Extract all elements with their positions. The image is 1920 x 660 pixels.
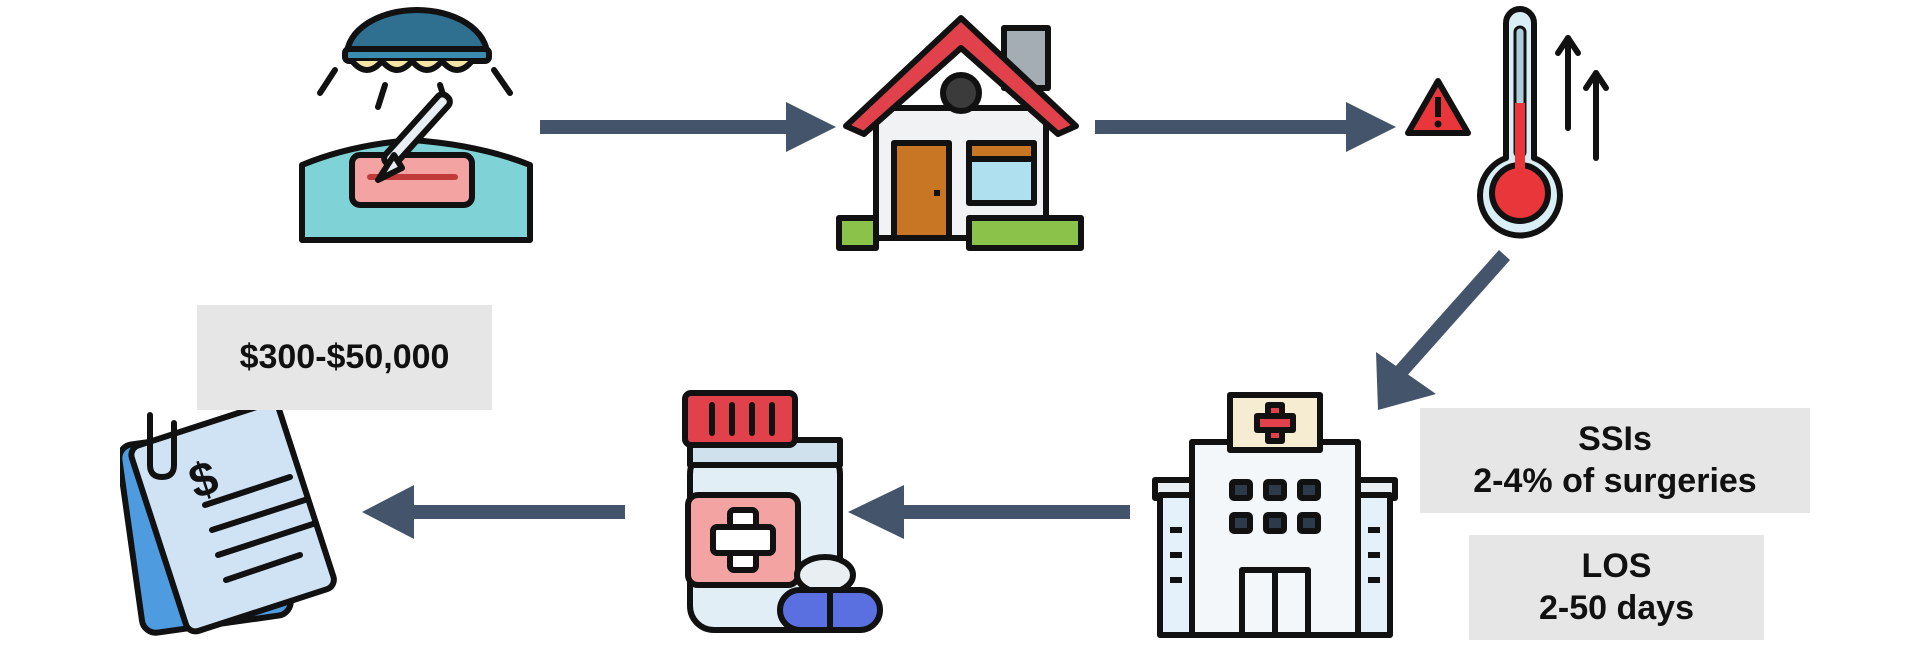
medication-icon bbox=[660, 385, 910, 645]
hospital-icon bbox=[1150, 390, 1400, 640]
fever-thermometer-icon bbox=[1400, 3, 1620, 253]
ssi-label-title: SSIs bbox=[1578, 420, 1652, 459]
ssi-label: SSIs 2-4% of surgeries bbox=[1420, 408, 1810, 513]
arrow-hospital-to-medication bbox=[848, 485, 1130, 539]
cost-label: $300-$50,000 bbox=[197, 305, 492, 410]
arrow-surgery-to-home bbox=[540, 102, 836, 152]
arrow-fever-to-hospital bbox=[1376, 250, 1510, 410]
los-label: LOS 2-50 days bbox=[1469, 535, 1764, 640]
cost-label-text: $300-$50,000 bbox=[239, 337, 450, 376]
bill-icon: $ bbox=[120, 395, 360, 645]
arrow-home-to-fever bbox=[1095, 102, 1396, 152]
ssi-label-rate: 2-4% of surgeries bbox=[1473, 461, 1757, 500]
los-label-title: LOS bbox=[1581, 547, 1652, 586]
surgery-icon bbox=[290, 5, 540, 245]
arrow-medication-to-bill bbox=[362, 485, 625, 539]
los-label-range: 2-50 days bbox=[1539, 588, 1694, 627]
house-icon bbox=[836, 3, 1086, 253]
